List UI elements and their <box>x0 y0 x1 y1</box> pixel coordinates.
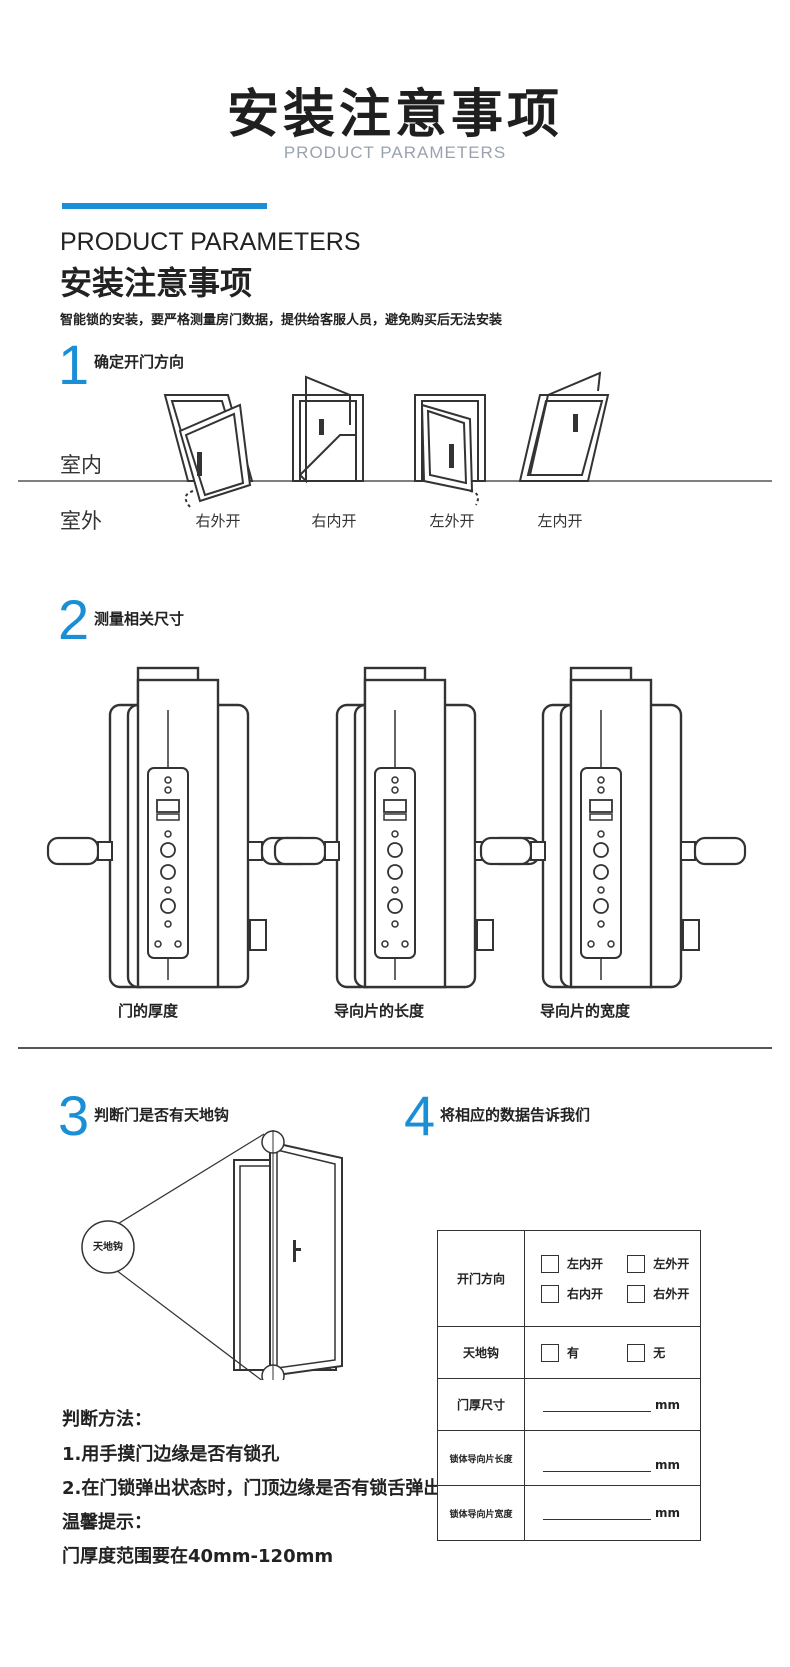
checkbox-right-outward[interactable] <box>627 1284 646 1303</box>
step4-title: 将相应的数据告诉我们 <box>440 1106 591 1124</box>
method-title: 判断方法： <box>62 1409 152 1430</box>
opt-right-inward: 右内开 <box>567 1287 604 1301</box>
step1-number: 1 <box>58 333 90 396</box>
lock-label-3: 导向片的宽度 <box>539 1002 630 1020</box>
tip-title: 温馨提示： <box>62 1512 152 1533</box>
guide-length-label: 锁体导向片长度 <box>437 1430 525 1486</box>
section-divider <box>18 1047 772 1049</box>
step3-title: 判断门是否有天地钩 <box>94 1106 230 1124</box>
thickness-label: 门厚尺寸 <box>437 1378 525 1431</box>
page-subtitle: PRODUCT PARAMETERS <box>283 143 507 162</box>
guide-length-field[interactable]: mm <box>524 1430 701 1486</box>
row-guide-length: 锁体导向片长度 mm <box>437 1430 701 1486</box>
tip-text: 门厚度范围要在40mm-120mm <box>62 1546 334 1567</box>
section-heading-cn: 安装注意事项 <box>60 264 253 302</box>
lock-label-2: 导向片的长度 <box>333 1002 424 1020</box>
door-label-4: 左内开 <box>537 512 583 530</box>
checkbox-hook-yes[interactable] <box>541 1343 559 1362</box>
opt-hook-no: 无 <box>653 1346 666 1360</box>
method-2: 2.在门锁弹出状态时，门顶边缘是否有锁舌弹出 <box>62 1478 442 1499</box>
door-label-3: 左外开 <box>429 512 475 530</box>
step2-title: 测量相关尺寸 <box>94 610 185 628</box>
door-label-1: 右外开 <box>195 512 241 530</box>
lock-body-guide-width <box>479 666 747 989</box>
opt-left-outward: 左外开 <box>653 1257 690 1271</box>
hook-label: 天地钩 <box>93 1242 123 1253</box>
lock-label-1: 门的厚度 <box>117 1002 178 1020</box>
lock-body-thickness <box>46 666 314 989</box>
door-right-outward <box>163 394 254 508</box>
checkbox-right-inward[interactable] <box>541 1284 559 1303</box>
intro-text: 智能锁的安装，要严格测量房门数据，提供给客服人员，避免购买后无法安装 <box>60 313 503 328</box>
thickness-field[interactable]: mm <box>524 1378 701 1431</box>
lock-body-guide-length <box>273 666 541 989</box>
door-right-inward <box>292 375 364 484</box>
opt-hook-yes: 有 <box>567 1346 580 1360</box>
checkbox-hook-no[interactable] <box>627 1343 646 1362</box>
door-label-2: 右内开 <box>311 512 357 530</box>
lock-body-illustration <box>46 666 747 989</box>
checkbox-left-outward[interactable] <box>627 1254 646 1273</box>
direction-label: 开门方向 <box>437 1230 525 1327</box>
guide-width-label: 锁体导向片宽度 <box>437 1485 525 1541</box>
hook-row-label: 天地钩 <box>437 1326 525 1379</box>
row-thickness: 门厚尺寸 mm <box>437 1378 701 1431</box>
row-hook: 天地钩 有 无 <box>437 1326 701 1379</box>
checkbox-left-inward[interactable] <box>541 1254 559 1273</box>
door-left-inward <box>518 371 610 482</box>
indoor-label: 室内 <box>60 453 102 477</box>
opt-right-outward: 右外开 <box>653 1287 690 1301</box>
step3-number: 3 <box>58 1084 90 1147</box>
accent-bar <box>62 203 267 209</box>
page-title: 安装注意事项 <box>226 85 563 145</box>
guide-width-field[interactable]: mm <box>524 1485 701 1541</box>
spec-form-table: 开门方向 左内开 左外开 右内开 右外开 天地钩 有 无 门厚尺寸 mm 锁体导… <box>437 1230 701 1541</box>
floor-ceiling-hook-illustration <box>81 1130 343 1380</box>
row-guide-width: 锁体导向片宽度 mm <box>437 1485 701 1541</box>
outdoor-label: 室外 <box>60 509 102 533</box>
method-1: 1.用手摸门边缘是否有锁孔 <box>62 1444 280 1465</box>
step2-number: 2 <box>58 588 90 651</box>
step4-number: 4 <box>404 1084 436 1147</box>
door-left-outward <box>414 394 486 506</box>
door-direction-illustration <box>18 371 772 508</box>
step1-title: 确定开门方向 <box>94 353 185 371</box>
row-direction: 开门方向 左内开 左外开 右内开 右外开 <box>437 1230 701 1327</box>
section-heading-en: PRODUCT PARAMETERS <box>60 228 361 256</box>
opt-left-inward: 左内开 <box>567 1257 604 1271</box>
